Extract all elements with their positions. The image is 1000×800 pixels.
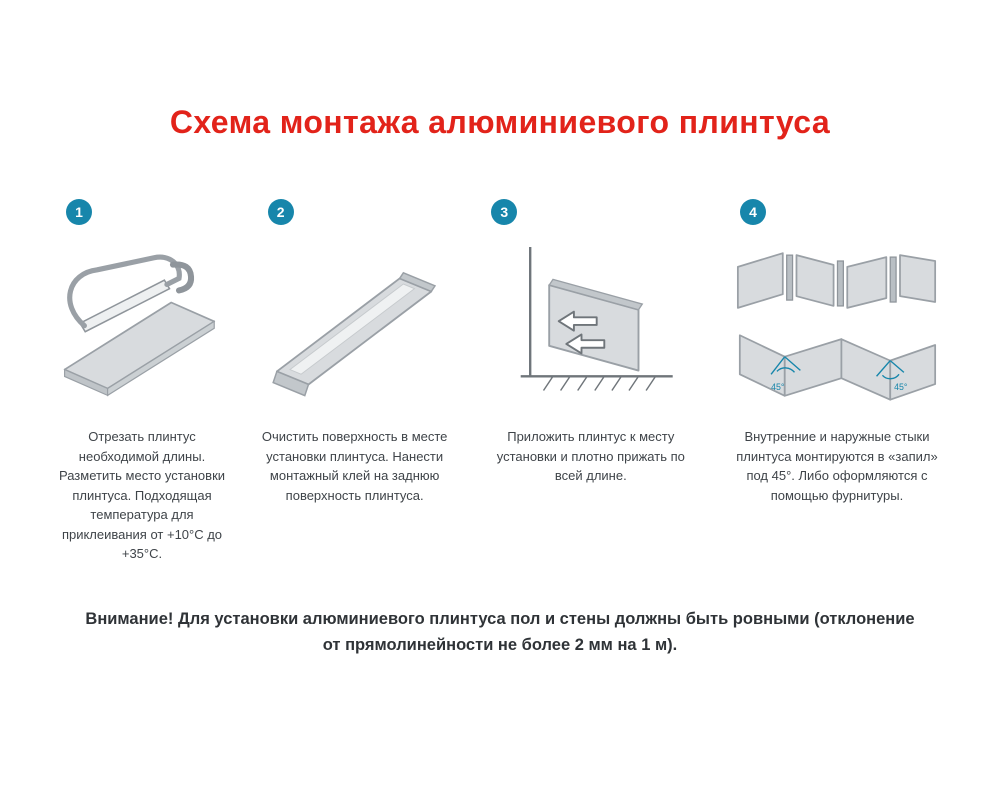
steps-row: 1 Отрезать плинтус необходимой длины. Ра… xyxy=(0,199,1000,564)
step-3: 3 xyxy=(483,199,698,486)
step-3-number-badge: 3 xyxy=(491,199,518,225)
attention-label: Внимание! xyxy=(85,609,174,628)
step-2-description: Очистить поверхность в месте установки п… xyxy=(261,429,448,503)
step-4-description: Внутренние и наружные стыки плинтуса мон… xyxy=(736,429,938,503)
page-title: Схема монтажа алюминиевого плинтуса xyxy=(169,104,831,140)
step-1-number-badge: 1 xyxy=(66,199,92,225)
attention-text: Для установки алюминиевого плинтуса пол … xyxy=(177,609,915,654)
step-4-number-badge: 4 xyxy=(739,199,766,225)
press-to-wall-illustration xyxy=(496,229,686,419)
attention-notice: Внимание! Для установки алюминиевого пли… xyxy=(77,606,923,659)
step-1-description: Отрезать плинтус необходимой длины. Разм… xyxy=(58,429,226,561)
angle-label-inner-corner: 45° xyxy=(771,382,784,392)
step-2: 2 Очистить поверхность в месте установки… xyxy=(260,199,450,505)
glue-application-illustration xyxy=(262,229,448,419)
corner-joints-illustration: 45° 45° xyxy=(732,229,942,419)
hacksaw-cutting-illustration xyxy=(56,229,228,419)
step-1: 1 Отрезать плинтус необходимой длины. Ра… xyxy=(58,199,226,564)
step-4: 4 xyxy=(732,199,942,505)
step-2-number-badge: 2 xyxy=(267,199,294,225)
step-3-description: Приложить плинтус к месту установки и пл… xyxy=(496,429,685,483)
angle-label-outer-corner: 45° xyxy=(894,382,907,392)
